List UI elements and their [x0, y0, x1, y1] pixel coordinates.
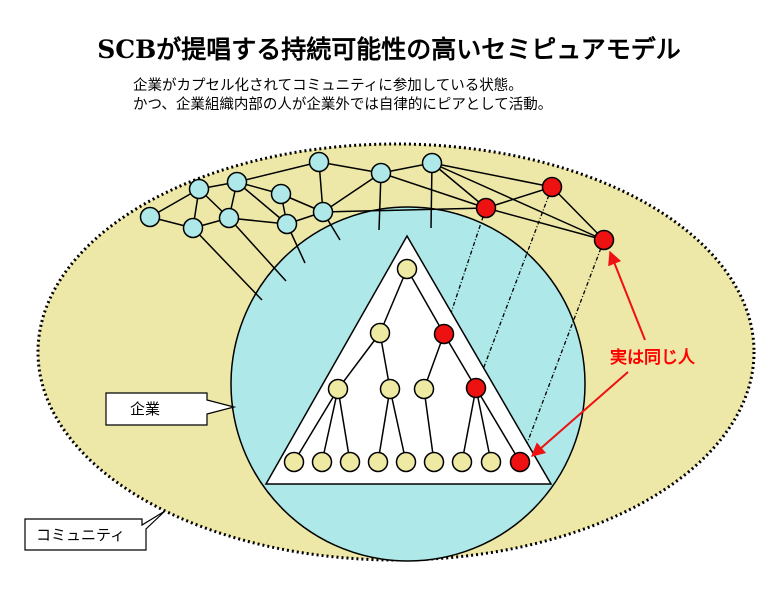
- peer-node-highlight: [541, 176, 563, 198]
- description-line-2: かつ、企業組織内部の人が企業外では自律的にピアとして活動。: [133, 97, 553, 113]
- peer-node: [370, 162, 392, 184]
- org-node-highlight: [465, 377, 487, 399]
- peer-nodes: [139, 151, 443, 239]
- community-label: コミュニティ: [36, 526, 125, 544]
- peer-node: [312, 201, 334, 223]
- org-node: [413, 378, 435, 400]
- peer-highlight-nodes: [475, 176, 615, 251]
- peer-node: [188, 178, 210, 200]
- peer-node-highlight: [475, 197, 497, 219]
- org-node: [423, 451, 445, 473]
- org-node: [367, 451, 389, 473]
- org-node: [339, 451, 361, 473]
- same-person-arrows: [530, 250, 646, 457]
- org-node: [396, 258, 418, 280]
- org-node: [327, 378, 349, 400]
- organization-tree-edges: [293, 268, 521, 463]
- community-callout: [24, 510, 166, 551]
- peer-node: [218, 207, 240, 229]
- org-node: [311, 451, 333, 473]
- peer-node: [182, 217, 204, 239]
- same-person-label: 実は同じ人: [610, 347, 696, 368]
- company-callout: [105, 392, 237, 426]
- peer-node: [276, 213, 298, 235]
- org-node: [283, 451, 305, 473]
- company-label: 企業: [130, 400, 160, 418]
- peer-node: [270, 183, 292, 205]
- org-node: [480, 451, 502, 473]
- peer-node: [139, 206, 161, 228]
- peer-node: [226, 171, 248, 193]
- org-node: [395, 451, 417, 473]
- org-nodes: [283, 258, 502, 473]
- organization-triangle: [264, 234, 553, 485]
- peer-node-highlight: [593, 229, 615, 251]
- org-highlight-nodes: [433, 323, 531, 473]
- page-title: SCBが提唱する持続可能性の高いセミピュアモデル: [97, 35, 681, 64]
- org-node-highlight: [509, 451, 531, 473]
- org-node: [369, 322, 391, 344]
- description-line-1: 企業がカプセル化されてコミュニティに参加している状態。: [133, 78, 523, 94]
- org-node: [451, 451, 473, 473]
- org-node: [379, 378, 401, 400]
- peer-node: [308, 151, 330, 173]
- peer-node: [421, 152, 443, 174]
- org-node-highlight: [433, 323, 455, 345]
